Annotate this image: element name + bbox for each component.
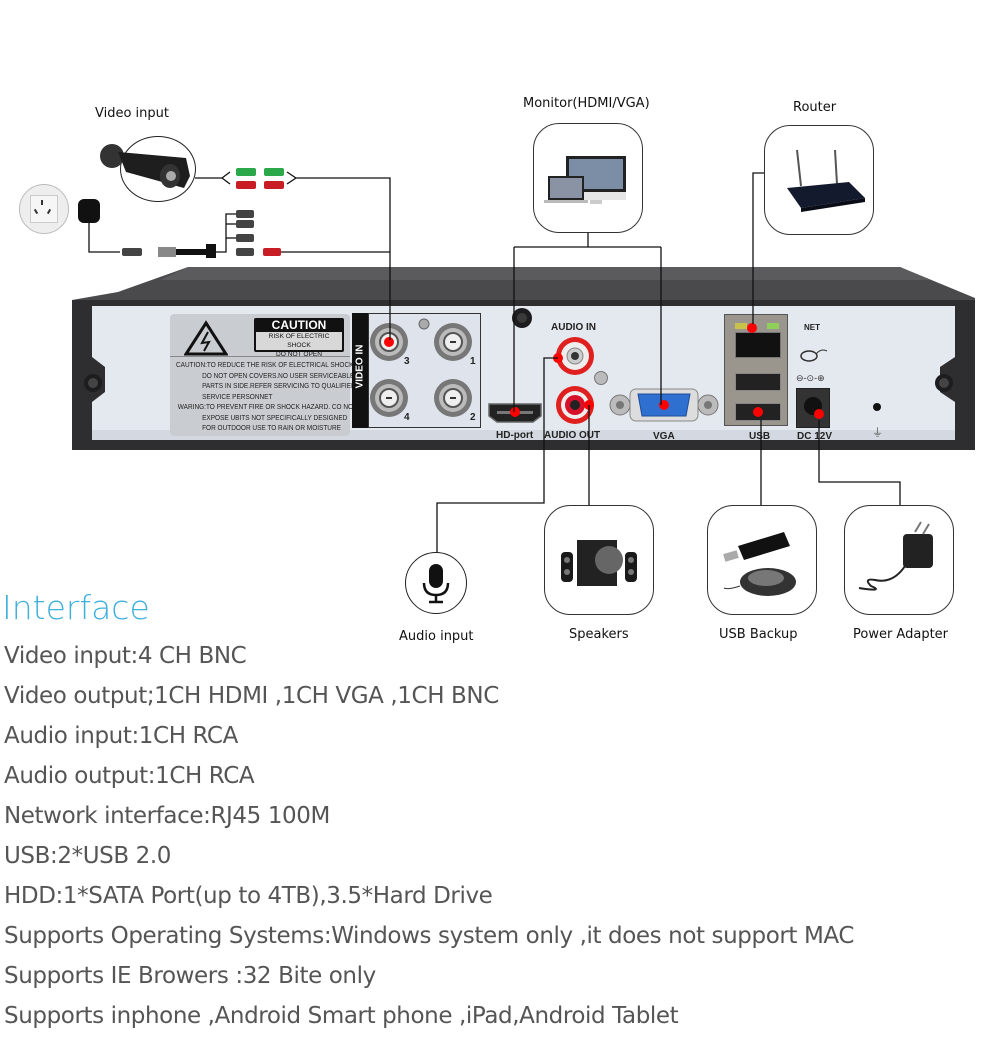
caution-sub1: RISK OF ELECTRIC SHOCK <box>268 333 330 349</box>
dc-label: DC 12V <box>797 431 833 442</box>
spec-item: Video output;1CH HDMI ,1CH VGA ,1CH BNC <box>4 683 499 709</box>
router-icon <box>787 149 865 212</box>
hdmi-port[interactable] <box>487 402 543 424</box>
net-label: NET <box>804 323 820 332</box>
router-device-box <box>764 125 874 235</box>
bnc-port-1[interactable] <box>434 323 472 361</box>
caution-line: PARTS IN SIDE.REFER SERVICING TO QUALIFI… <box>202 381 356 390</box>
power-adapter-device-box <box>844 505 954 615</box>
audio-out-port[interactable] <box>553 383 597 427</box>
caution-line: FOR OUTDOOR USE TO RAIN OR MOISTURE <box>202 423 341 432</box>
caution-line: SERVICE PERSONNET <box>202 391 273 401</box>
ground-symbol-icon: ⏚ <box>872 427 883 439</box>
microphone-device-circle <box>405 552 467 614</box>
bnc-port-2[interactable] <box>434 379 472 417</box>
speakers-icon <box>561 540 637 586</box>
router-label: Router <box>793 100 837 115</box>
bnc-number: 3 <box>404 356 410 367</box>
bnc-connectors <box>370 318 472 417</box>
interface-spec-list: Video input:4 CH BNC Video output;1CH HD… <box>4 636 854 1036</box>
caution-title: CAUTION <box>271 318 327 332</box>
audio-out-label: AUDIO OUT <box>544 430 601 441</box>
monitor-laptop-icon <box>544 156 626 204</box>
caution-line: EXPOSE UBITS NOT SPECIFICALLY DESIGNED <box>202 412 348 422</box>
monitor-device-box <box>533 123 643 233</box>
ground-screw <box>418 318 430 330</box>
hd-port-label: HD-port <box>496 430 534 441</box>
caution-line: DO NOT OPEN COVERS.NO USER SERVICEABLE <box>202 370 355 380</box>
wall-outlet-icon <box>19 184 69 234</box>
vga-label: VGA <box>653 431 675 442</box>
video-in-strip: VIDEO IN <box>352 313 368 428</box>
vga-port[interactable] <box>608 385 720 425</box>
camera-frame <box>120 136 196 202</box>
spec-item: Supports inphone ,Android Smart phone ,i… <box>4 1003 679 1029</box>
spec-item: Audio input:1CH RCA <box>4 723 238 749</box>
video-in-label: VIDEO IN <box>354 344 366 389</box>
speakers-label: Speakers <box>569 627 629 642</box>
power-adapter-label: Power Adapter <box>853 627 949 642</box>
spec-item: Supports Operating Systems:Windows syste… <box>4 923 854 949</box>
spec-item: Video input:4 CH BNC <box>4 643 247 669</box>
ground-screw <box>594 371 608 385</box>
audio-in-label: AUDIO IN <box>551 322 596 333</box>
power-plug-icon <box>78 199 100 223</box>
caution-line: CAUTION:TO REDUCE THE RISK OF ELECTRICAL… <box>176 360 356 369</box>
speakers-device-box <box>544 505 654 615</box>
monitor-label: Monitor(HDMI/VGA) <box>523 96 650 111</box>
caution-sticker: CAUTION RISK OF ELECTRIC SHOCK DO NOT OP… <box>170 314 357 436</box>
usb-backup-device-box <box>707 505 817 615</box>
spec-item: Supports IE Browers :32 Bite only <box>4 963 376 989</box>
microphone-icon <box>422 564 450 604</box>
net-usb-block <box>724 314 788 426</box>
audio-in-port[interactable] <box>553 334 597 378</box>
usb-backup-label: USB Backup <box>719 627 798 642</box>
spec-item: Network interface:RJ45 100M <box>4 803 330 829</box>
audio-input-label: Audio input <box>399 629 474 644</box>
interface-heading: Interface <box>2 588 150 627</box>
bnc-port-3[interactable] <box>370 323 408 361</box>
caution-text: CAUTION:TO REDUCE THE RISK OF ELECTRICAL… <box>176 360 377 434</box>
caution-sub2: DO NOT OPEN <box>275 351 323 358</box>
dc-polarity-icon: ⊖-⊙-⊕ <box>796 373 825 383</box>
usb-port-1[interactable] <box>735 373 781 391</box>
usb-drive-and-mouse-icon <box>723 532 796 596</box>
rj45-port[interactable] <box>735 332 781 358</box>
spec-item: USB:2*USB 2.0 <box>4 843 171 869</box>
electric-shock-warning-icon <box>184 320 228 356</box>
caution-label-box: CAUTION RISK OF ELECTRIC SHOCK DO NOT OP… <box>254 318 344 358</box>
bnc-number: 4 <box>404 412 410 423</box>
caution-line: WARING:TO PREVENT FIRE OR SHOCK HAZARD. … <box>177 402 358 411</box>
dc-power-jack[interactable] <box>796 388 830 428</box>
video-input-label: Video input <box>95 106 169 121</box>
spec-item: Audio output:1CH RCA <box>4 763 255 789</box>
bnc-panel: 3 1 4 2 <box>368 313 481 428</box>
bnc-number: 2 <box>470 412 476 423</box>
spec-item: HDD:1*SATA Port(up to 4TB),3.5*Hard Driv… <box>4 883 493 909</box>
usb-label: USB <box>749 431 771 442</box>
reset-hole <box>873 403 881 411</box>
mouse-icon <box>800 349 828 362</box>
bnc-port-4[interactable] <box>370 379 408 417</box>
bullet-camera-icon <box>100 144 190 188</box>
bnc-number: 1 <box>470 356 476 367</box>
power-adapter-icon <box>858 521 933 591</box>
